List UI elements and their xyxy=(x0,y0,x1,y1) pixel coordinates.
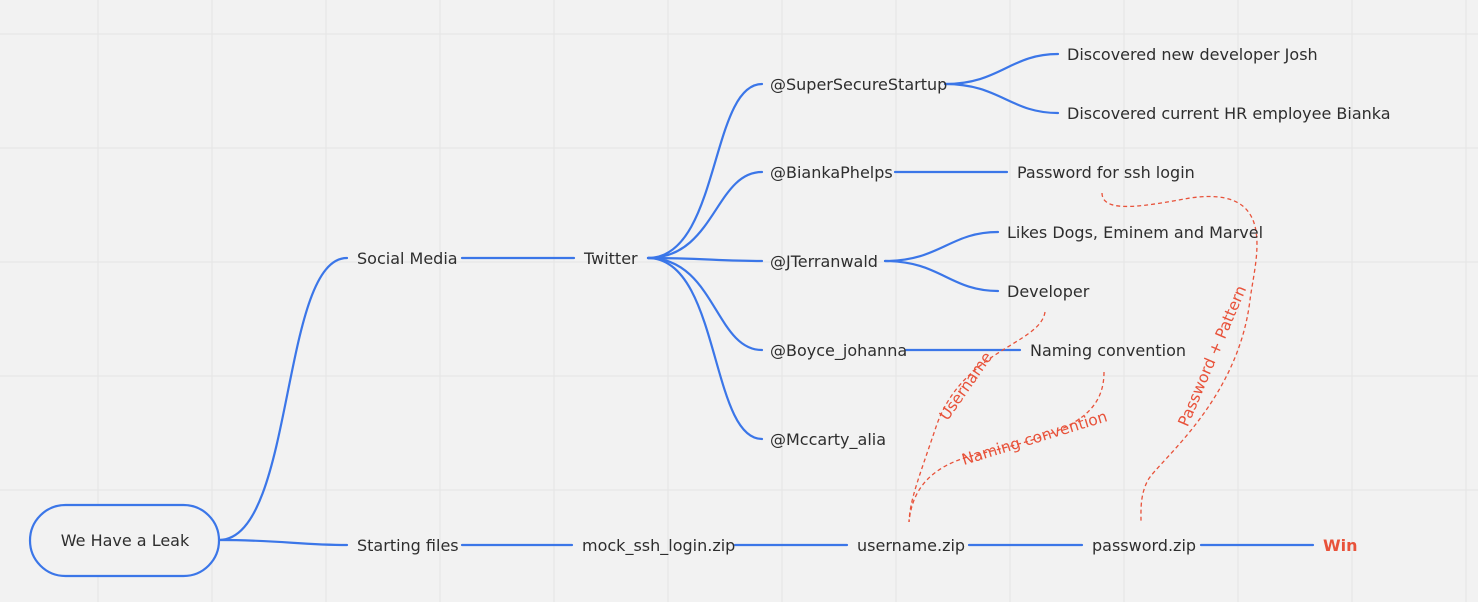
edge-supersecure-josh xyxy=(943,52,1060,86)
node-discovered-josh[interactable]: Discovered new developer Josh xyxy=(1067,45,1318,64)
node-password-ssh-login[interactable]: Password for ssh login xyxy=(1017,163,1195,182)
annotation-links xyxy=(908,192,1258,523)
connectors xyxy=(217,52,1315,547)
nodes: Social Media Twitter @SuperSecureStartup… xyxy=(357,45,1391,556)
edge-jterranwald-developer xyxy=(883,259,1000,293)
annotation-link-username xyxy=(908,311,1046,523)
node-username-zip[interactable]: username.zip xyxy=(857,536,965,555)
node-boyce-johanna[interactable]: @Boyce_johanna xyxy=(770,341,907,361)
node-supersecurestartup[interactable]: @SuperSecureStartup xyxy=(770,75,947,94)
node-jterranwald[interactable]: @JTerranwald xyxy=(770,252,878,271)
edge-twitter-biankaphelps xyxy=(646,170,764,260)
root-node-label: We Have a Leak xyxy=(61,531,190,550)
edge-jterranwald-likes xyxy=(883,230,1000,263)
edge-root-social-media xyxy=(217,256,349,542)
node-mock-ssh-login-zip[interactable]: mock_ssh_login.zip xyxy=(582,536,735,556)
annotation-naming-convention: Naming convention xyxy=(960,408,1110,469)
edge-root-starting-files xyxy=(217,538,349,547)
node-developer[interactable]: Developer xyxy=(1007,282,1090,301)
root-node-shape xyxy=(28,503,221,578)
node-starting-files[interactable]: Starting files xyxy=(357,536,459,555)
node-mccarty-alia[interactable]: @Mccarty_alia xyxy=(770,430,886,450)
edge-twitter-mccarty xyxy=(646,256,764,441)
edge-twitter-supersecure xyxy=(646,82,764,260)
node-naming-convention[interactable]: Naming convention xyxy=(1030,341,1186,360)
annotation-link-naming xyxy=(908,371,1105,523)
node-win[interactable]: Win xyxy=(1323,536,1358,555)
edge-twitter-jterranwald xyxy=(646,256,764,263)
node-likes[interactable]: Likes Dogs, Eminem and Marvel xyxy=(1007,223,1263,242)
annotation-username: Username xyxy=(936,349,996,424)
edge-supersecure-bianka-hr xyxy=(943,82,1060,115)
edge-twitter-boyce xyxy=(646,256,764,352)
node-discovered-bianka[interactable]: Discovered current HR employee Bianka xyxy=(1067,104,1391,123)
node-twitter[interactable]: Twitter xyxy=(583,249,638,268)
node-password-zip[interactable]: password.zip xyxy=(1092,536,1196,555)
node-biankaphelps[interactable]: @BiankaPhelps xyxy=(770,163,893,182)
root-node[interactable]: We Have a Leak xyxy=(28,503,221,578)
node-social-media[interactable]: Social Media xyxy=(357,249,458,268)
